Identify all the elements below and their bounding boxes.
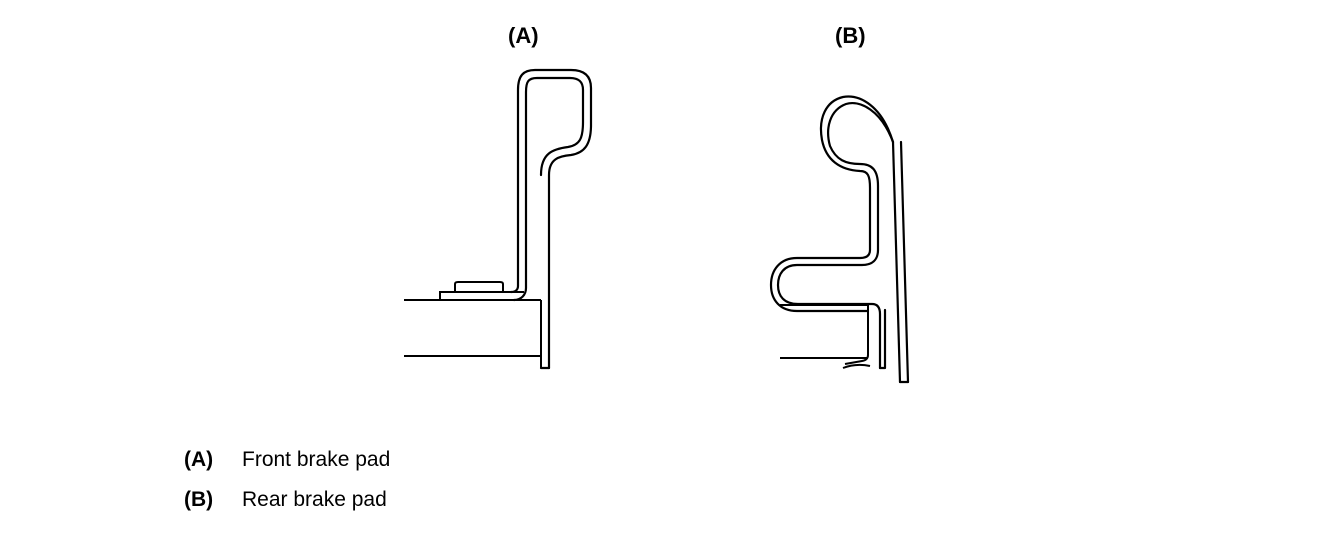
legend-text-a: Front brake pad bbox=[242, 448, 391, 471]
legend-item-a: (A) Front brake pad bbox=[184, 446, 390, 486]
figure-b-label: (B) bbox=[835, 23, 866, 48]
rear-pad-backing-plate bbox=[780, 304, 871, 369]
legend-text-b: Rear brake pad bbox=[242, 488, 387, 511]
legend: (A) Front brake pad (B) Rear brake pad bbox=[184, 446, 390, 526]
legend-key-a: (A) bbox=[184, 448, 214, 471]
figure-a: (A) bbox=[404, 23, 593, 370]
legend-key-b: (B) bbox=[184, 488, 214, 511]
front-pad-backing-plate bbox=[404, 299, 542, 368]
front-anti-squeal-clip bbox=[509, 68, 593, 370]
figure-a-label: (A) bbox=[508, 23, 539, 48]
rear-anti-squeal-clip bbox=[769, 95, 910, 384]
front-pad-rivet bbox=[439, 281, 524, 300]
legend-item-b: (B) Rear brake pad bbox=[184, 486, 390, 526]
figure-b: (B) bbox=[769, 23, 910, 384]
